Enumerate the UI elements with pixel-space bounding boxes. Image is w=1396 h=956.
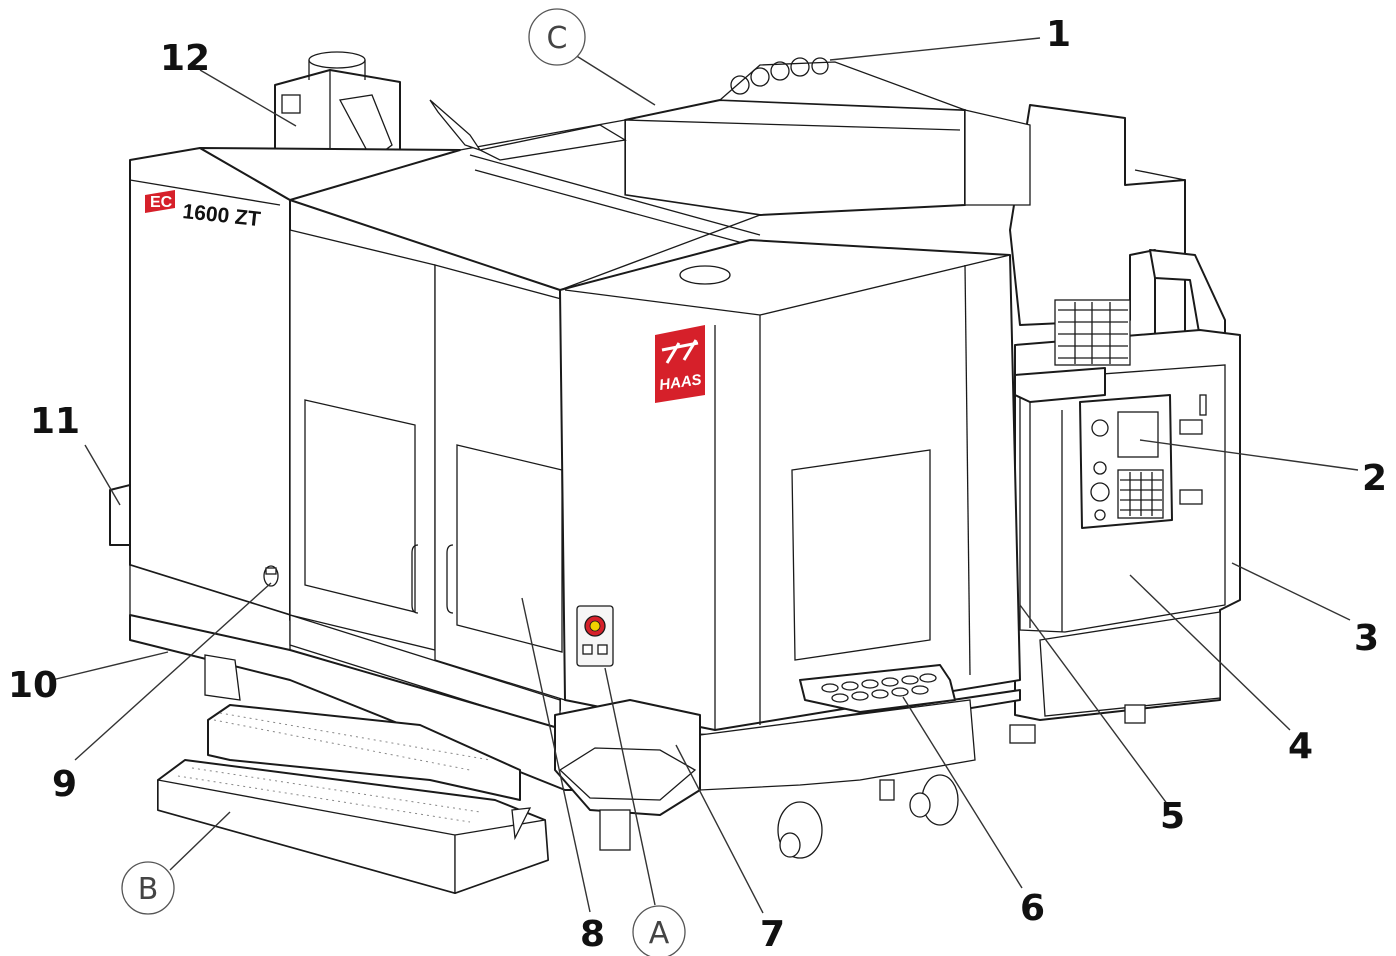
side-handle	[109, 484, 131, 546]
callout-5: 5	[1160, 796, 1185, 837]
haas-logo: HAAS	[655, 325, 705, 403]
callout-2: 2	[1362, 458, 1387, 499]
tool-tray	[799, 664, 956, 713]
door-latch	[263, 565, 279, 587]
ec-badge-text: EC	[150, 194, 173, 211]
callout-B: B	[121, 861, 175, 915]
numbered-callouts: 1 2 3 4 5 6 7 8 9 10 11 12	[8, 14, 1387, 955]
top-housing	[624, 57, 1031, 216]
control-enclosure	[1014, 329, 1241, 721]
callout-A: A	[632, 905, 686, 956]
haas-logo-text: HAAS	[658, 371, 702, 394]
callout-1: 1	[1046, 14, 1071, 55]
callout-C: C	[528, 8, 586, 66]
callout-7: 7	[760, 914, 785, 955]
callout-8: 8	[580, 914, 605, 955]
right-enclosure	[559, 239, 1021, 731]
steps	[157, 704, 549, 894]
left-enclosure	[129, 147, 461, 651]
callout-11: 11	[30, 401, 80, 442]
callout-6: 6	[1020, 888, 1045, 929]
lettered-callouts: A B C	[121, 8, 686, 956]
control-pendant	[1079, 394, 1173, 529]
casters	[777, 704, 1146, 859]
leader-lines	[51, 37, 1359, 914]
callout-A-label: A	[649, 916, 670, 951]
emergency-stop-panel	[576, 605, 614, 667]
callout-B-label: B	[138, 872, 159, 907]
chip-tray	[554, 699, 701, 851]
ec-badge: EC	[145, 190, 175, 213]
front-doors	[289, 199, 566, 731]
callout-C-label: C	[547, 21, 568, 56]
callout-3: 3	[1354, 618, 1379, 659]
callout-12: 12	[160, 38, 210, 79]
callout-9: 9	[52, 764, 77, 805]
pendant-bracket	[1014, 299, 1131, 403]
callout-4: 4	[1288, 726, 1313, 767]
callout-10: 10	[8, 665, 58, 706]
